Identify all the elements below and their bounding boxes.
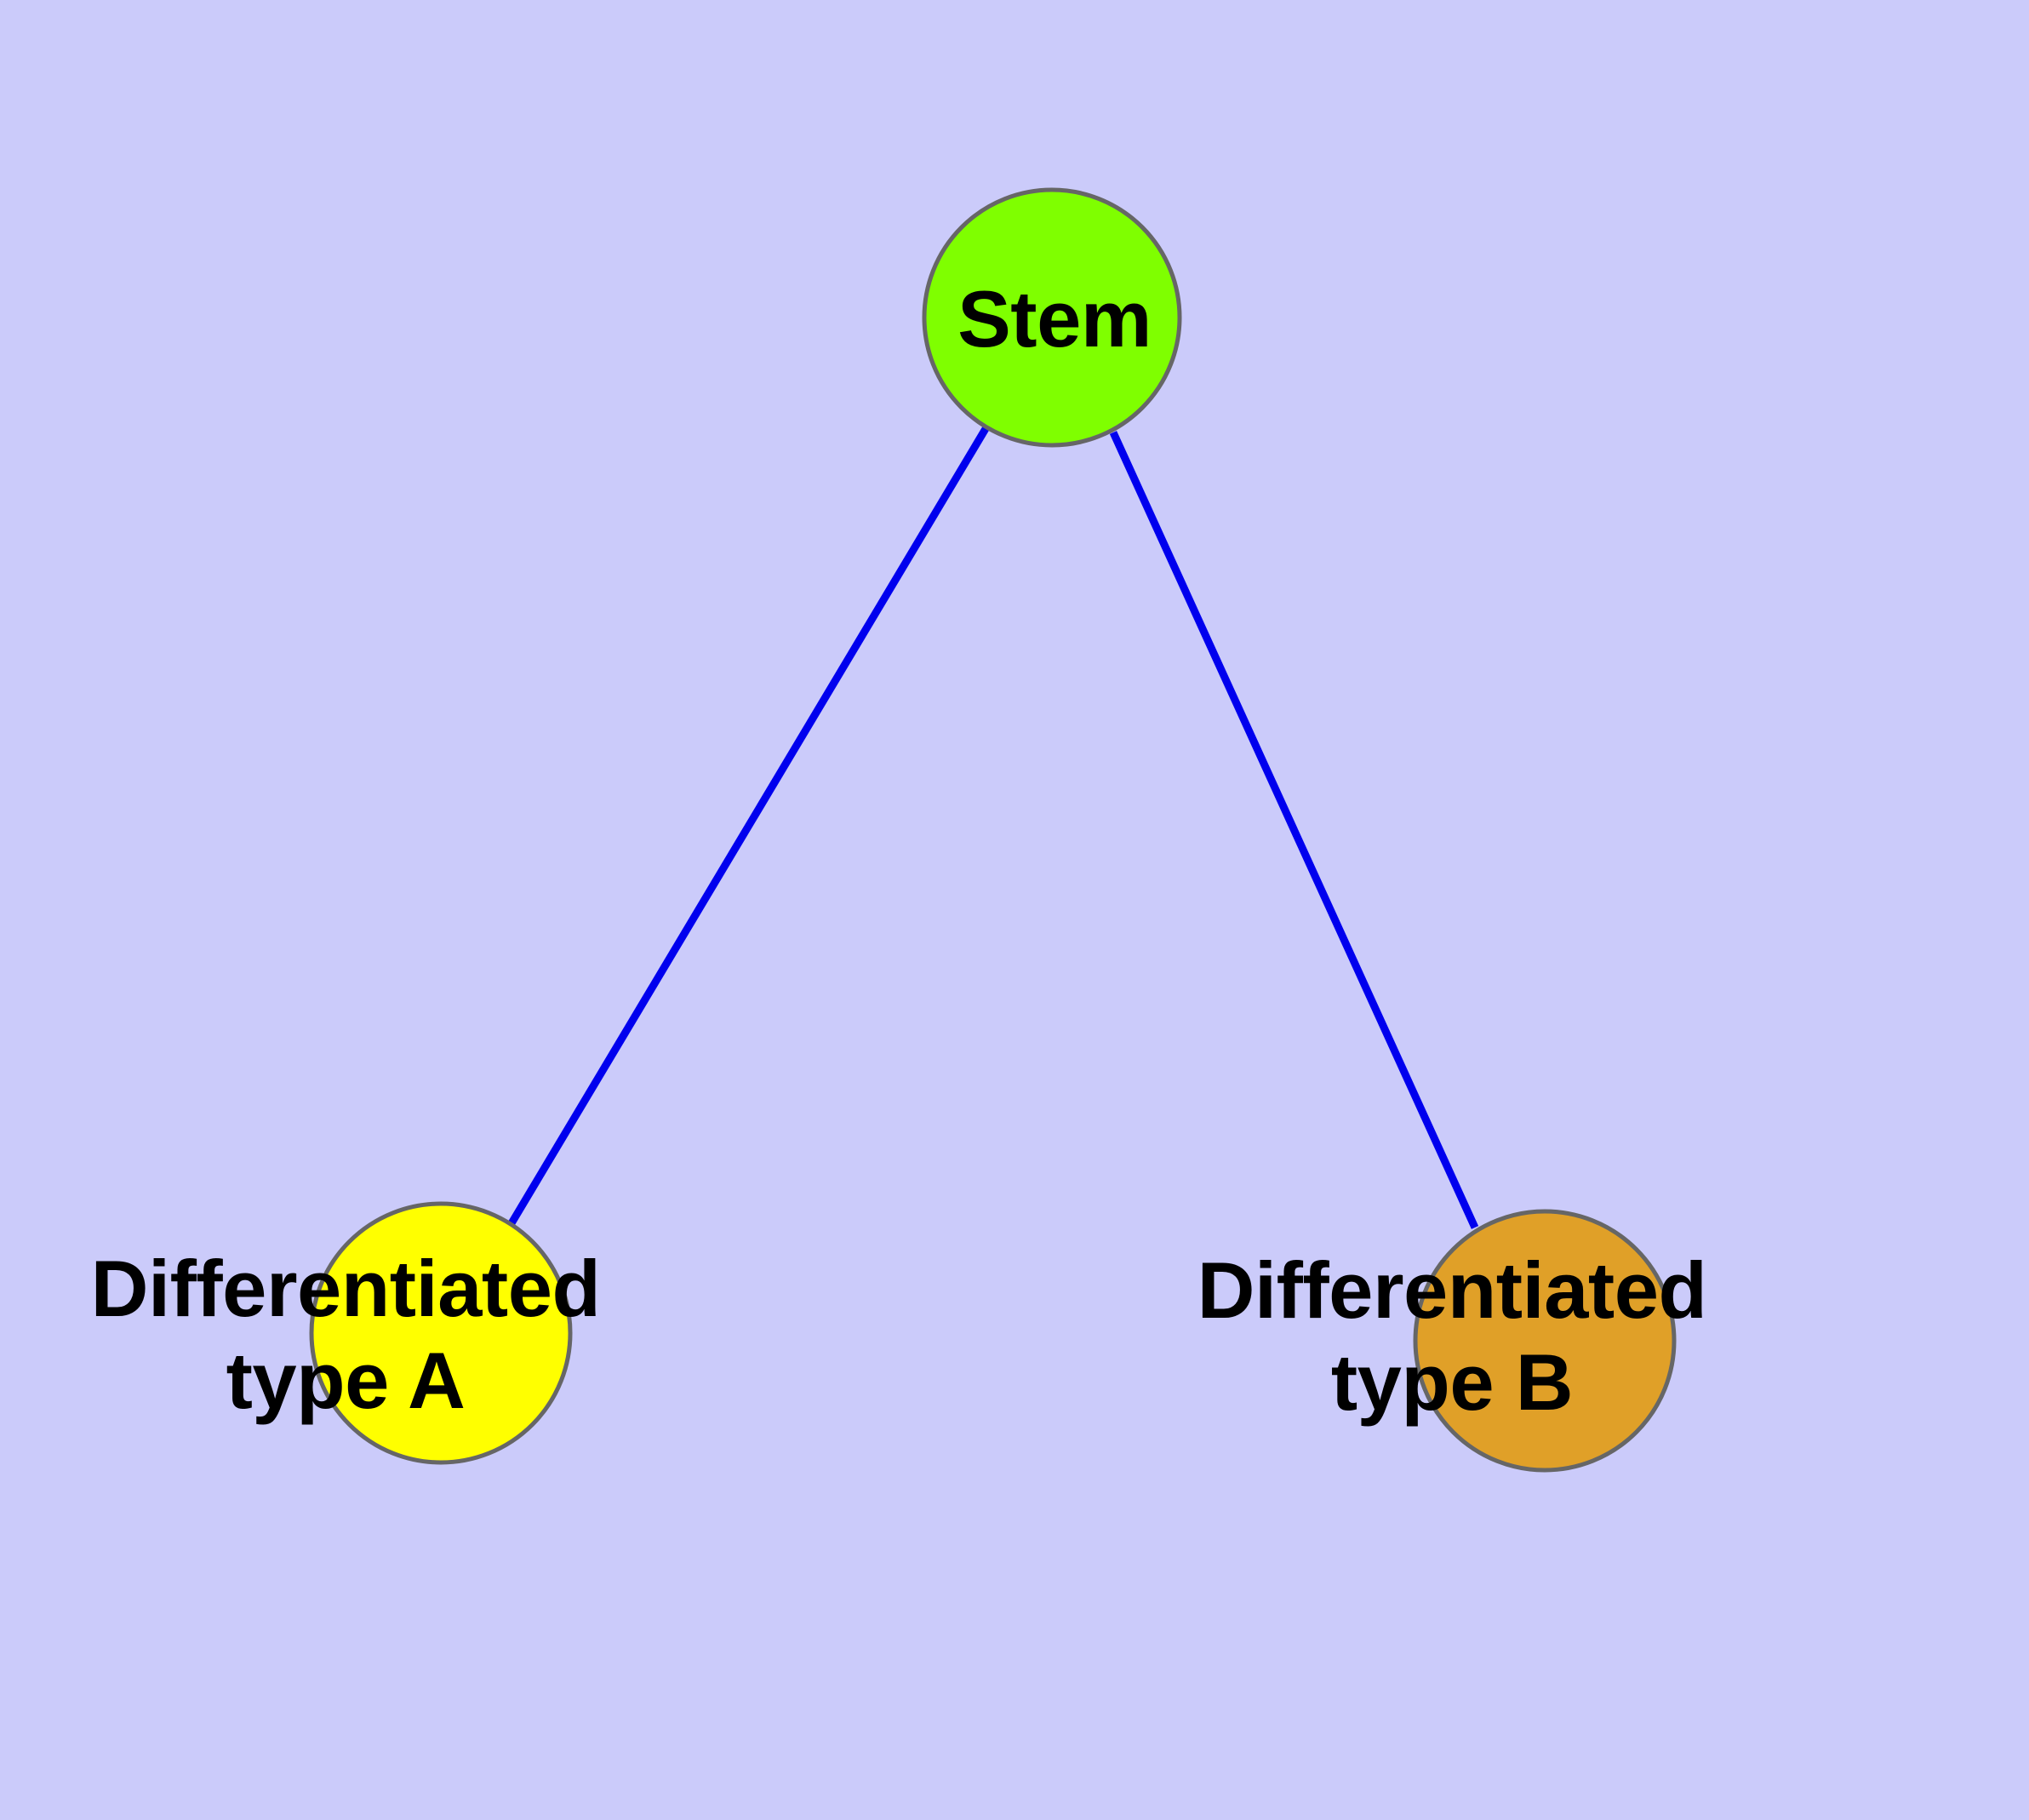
graph-edge-stem-to-b[interactable]: [1109, 431, 1479, 1229]
graph-node-diff-b[interactable]: [1413, 1209, 1677, 1473]
graph-node-stem[interactable]: [922, 187, 1182, 448]
graph-node-diff-a[interactable]: [309, 1201, 573, 1465]
nodes-group: [309, 187, 1677, 1473]
graph-edge-stem-to-a[interactable]: [508, 425, 990, 1226]
edges-group: [508, 425, 1479, 1229]
